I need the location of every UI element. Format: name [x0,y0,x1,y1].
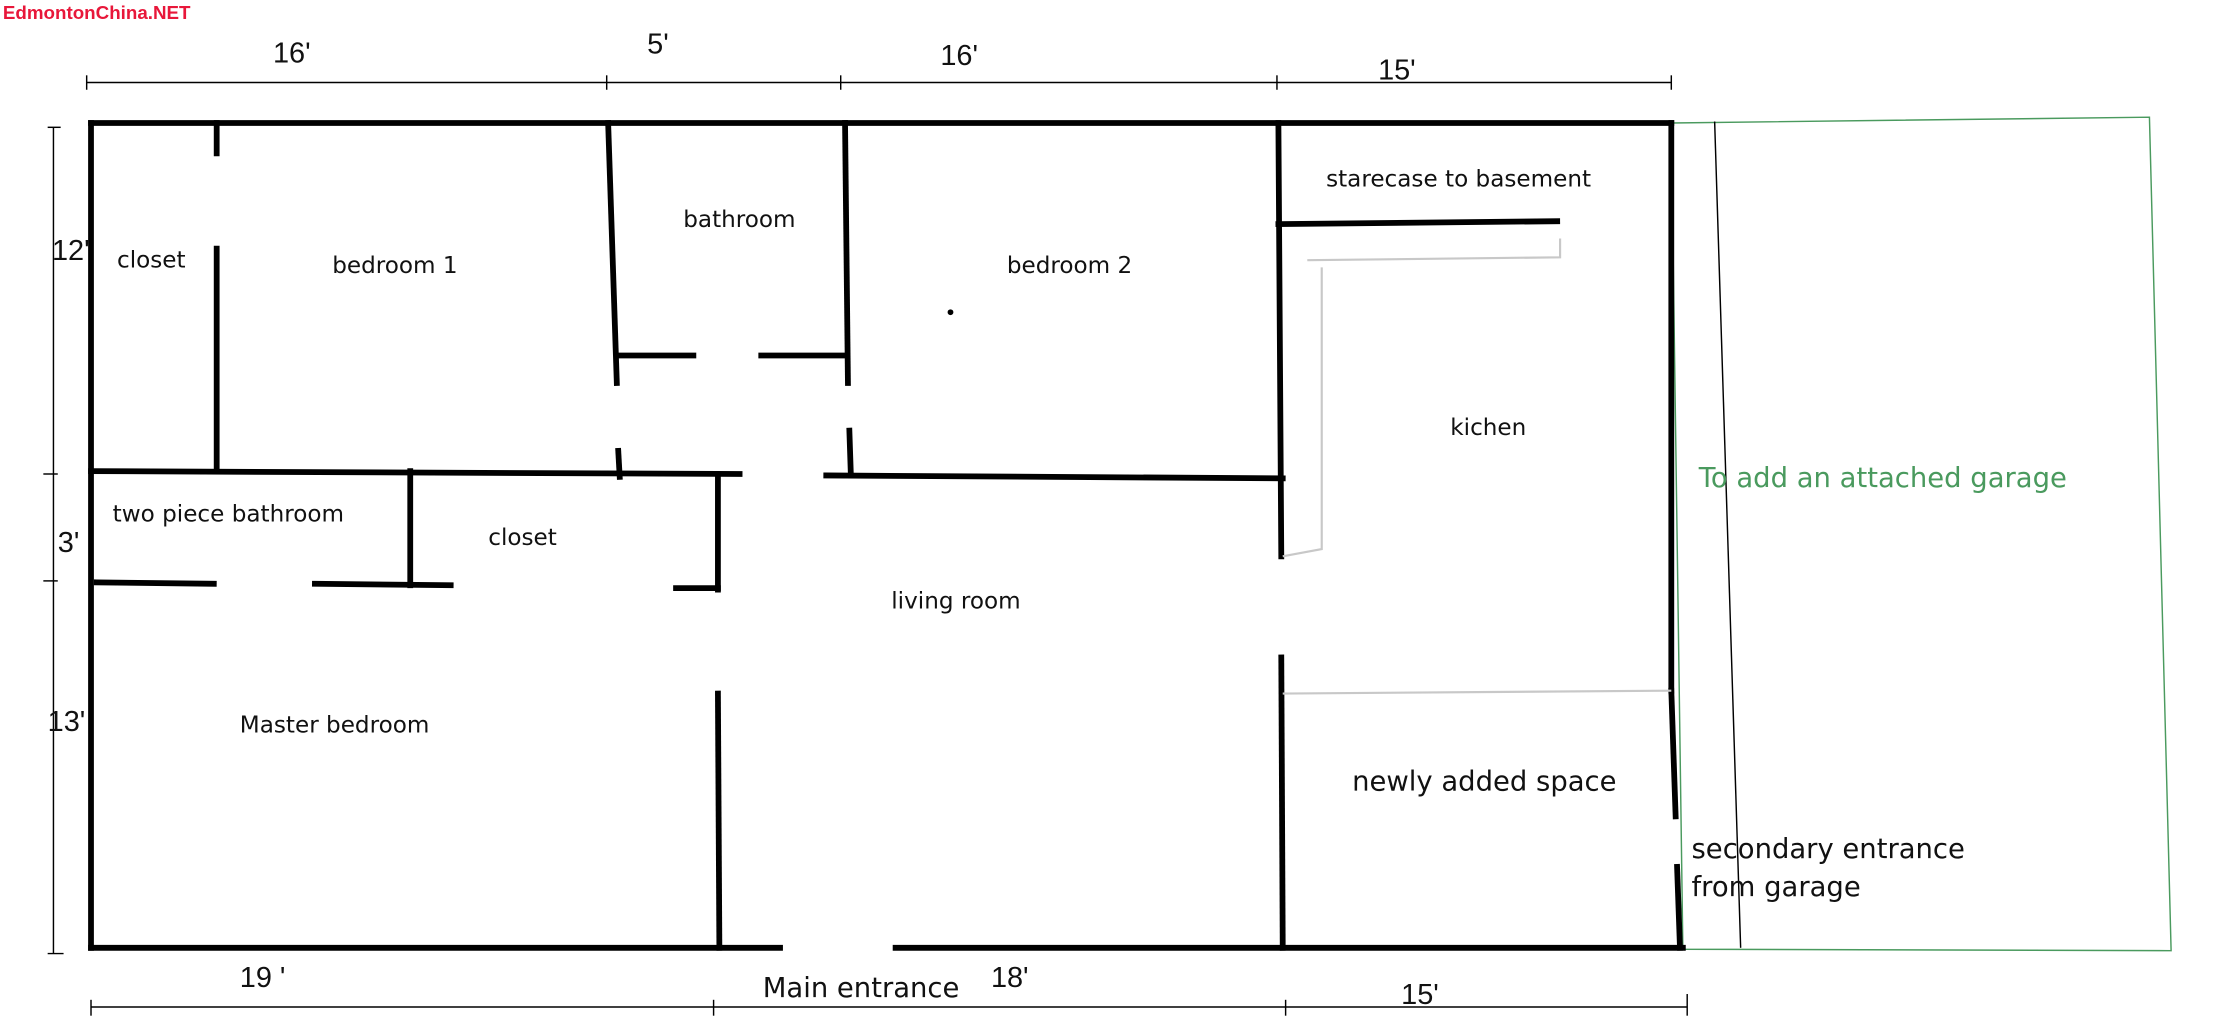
garage-dimension-line [1713,121,1742,948]
bottom-dimension-line [90,994,1688,1016]
top-dimension-line [85,75,1673,90]
dim-left-3: 13' [48,706,86,738]
dim-left-1: 12' [52,235,90,267]
dim-top-4: 15' [1378,55,1416,87]
dim-top-2: 5' [647,29,669,61]
label-bedroom-2: bedroom 2 [1007,253,1132,279]
label-main-entrance: Main entrance [763,973,960,1004]
label-bedroom-1: bedroom 1 [332,253,457,279]
walls [88,119,1686,951]
label-kitchen: kichen [1450,415,1526,441]
label-secondary-entrance-1: secondary entrance [1692,834,1965,865]
label-staircase: starecase to basement [1326,167,1591,193]
garage-outline [1670,116,2172,952]
label-two-piece-bathroom: two piece bathroom [113,502,344,528]
label-bathroom: bathroom [683,207,795,233]
dim-bottom-1: 19 ' [240,962,286,994]
left-dimension-line [43,126,64,955]
kitchen-counter-outline [1282,238,1672,695]
label-secondary-entrance-2: from garage [1692,872,1861,903]
dot-mark [947,309,954,316]
dim-top-1: 16' [273,37,311,69]
label-garage: To add an attached garage [1698,463,2067,494]
label-closet-mid: closet [488,525,557,551]
dim-bottom-2: 18' [991,962,1029,994]
watermark-logo: EdmontonChina.NET [3,2,191,23]
dim-top-3: 16' [940,40,978,72]
label-newly-added-space: newly added space [1352,766,1616,797]
label-closet-top: closet [117,247,186,273]
dim-bottom-3: 15' [1401,979,1439,1011]
dim-left-2: 3' [58,527,80,559]
label-living-room: living room [891,588,1020,614]
label-master-bedroom: Master bedroom [240,713,430,739]
